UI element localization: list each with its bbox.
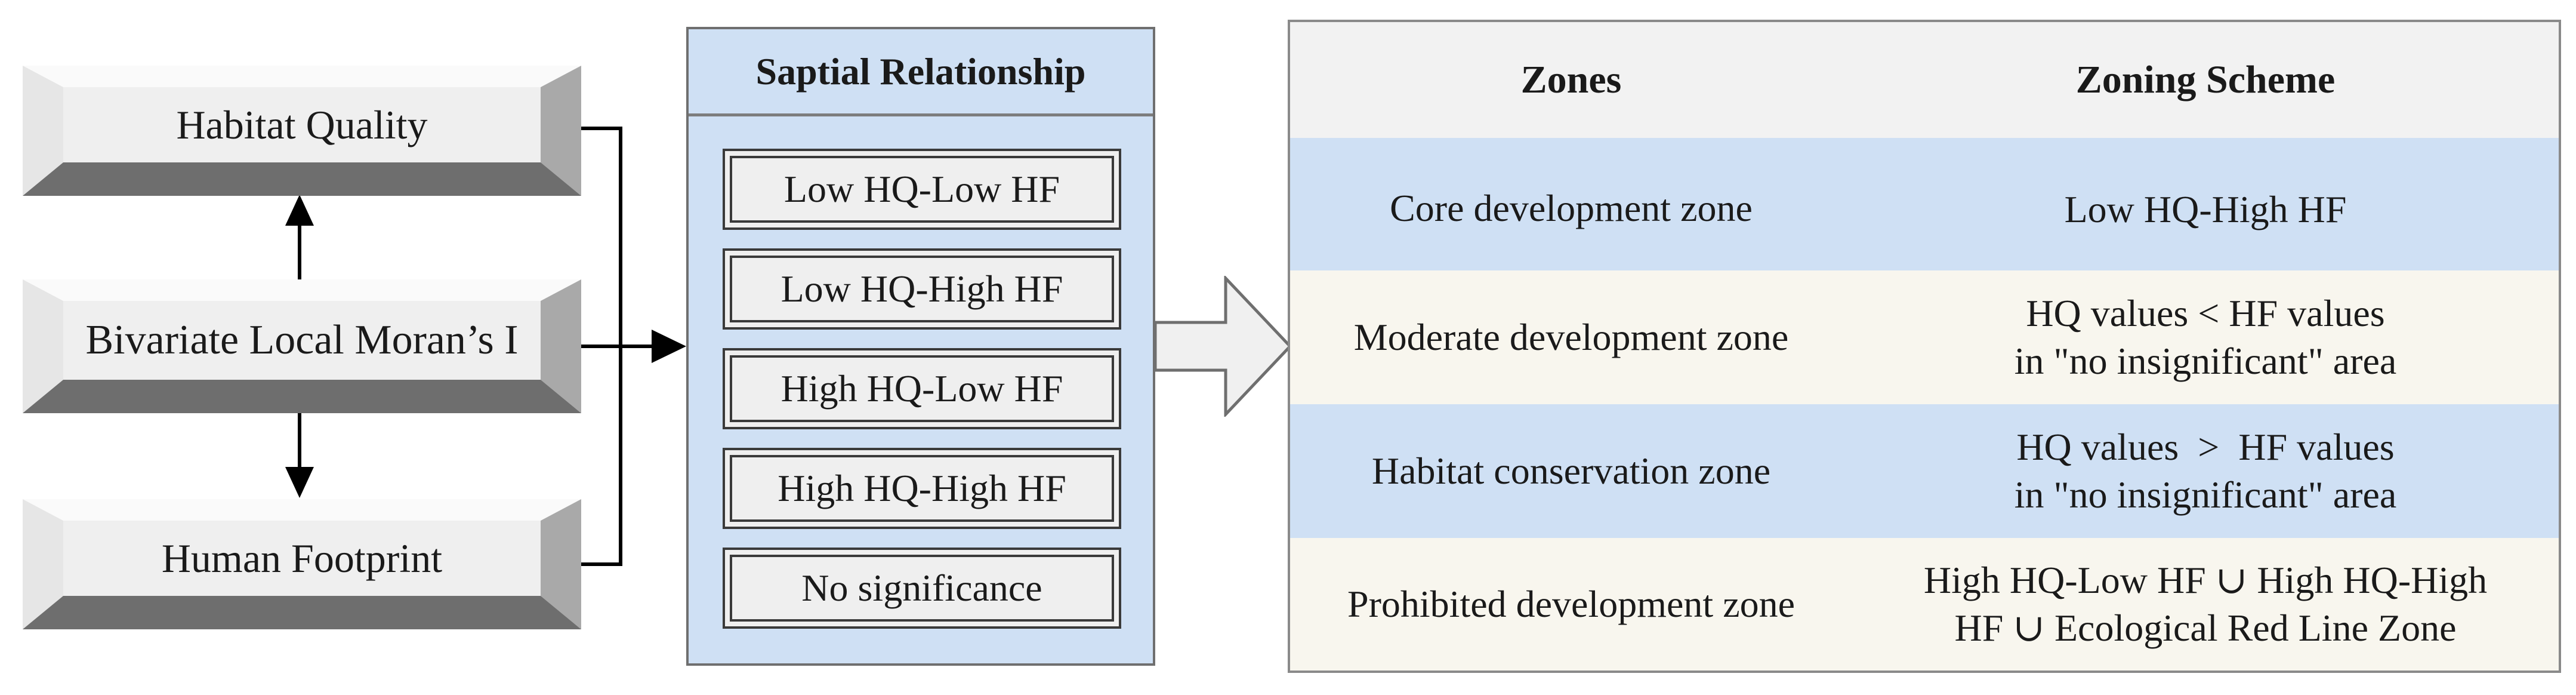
zoning-scheme-cell: Low HQ-High HF (1852, 138, 2559, 270)
zoning-scheme: HQ values > HF values in "no insignifica… (2014, 423, 2397, 519)
relationship-high-hq-low-hf: High HQ-Low HF (723, 348, 1121, 429)
table-header-row: Zones Zoning Scheme (1290, 22, 2559, 138)
bivariate-label: Bivariate Local Moran’s I (85, 317, 519, 363)
zone-name: Habitat conservation zone (1371, 450, 1771, 492)
panel-title: Saptial Relationship (689, 29, 1153, 116)
relationship-label: Low HQ-High HF (780, 267, 1063, 310)
bevel-shape (23, 66, 581, 196)
zoning-scheme: Low HQ-High HF (2065, 186, 2347, 233)
relationship-label: No significance (801, 567, 1042, 609)
zoning-scheme-cell: HQ values > HF values in "no insignifica… (1852, 404, 2559, 538)
arrow-up-to-habitat-quality (285, 195, 314, 279)
relationship-label: Low HQ-Low HF (783, 168, 1060, 210)
table-row: Prohibited development zone High HQ-Low … (1290, 538, 2559, 671)
scheme-line: HQ values > HF values (2016, 426, 2395, 468)
scheme-line: HQ values < HF values (2026, 292, 2385, 334)
arrow-down-to-human-footprint (285, 413, 314, 498)
zoning-scheme-cell: HQ values < HF values in "no insignifica… (1852, 270, 2559, 404)
zones-table: Zones Zoning Scheme Core development zon… (1288, 20, 2561, 673)
bevel-shape (23, 499, 581, 629)
flow-arrow-icon (1155, 276, 1292, 417)
zone-name: Prohibited development zone (1347, 583, 1796, 625)
scheme-line: in "no insignificant" area (2014, 473, 2397, 516)
zoning-scheme: High HQ-Low HF ∪ High HQ-High HF ∪ Ecolo… (1924, 556, 2487, 652)
relationship-label: High HQ-High HF (778, 467, 1066, 509)
zoning-scheme: HQ values < HF values in "no insignifica… (2014, 290, 2397, 385)
relationship-high-hq-high-hf: High HQ-High HF (723, 448, 1121, 529)
table-row: Core development zone Low HQ-High HF (1290, 138, 2559, 270)
bivariate-local-morans-box: Bivariate Local Moran’s I (23, 279, 581, 413)
table-row: Habitat conservation zone HQ values > HF… (1290, 404, 2559, 538)
relationship-no-significance: No significance (723, 548, 1121, 629)
habitat-quality-box: Habitat Quality (23, 66, 581, 196)
zoning-scheme-cell: High HQ-Low HF ∪ High HQ-High HF ∪ Ecolo… (1852, 538, 2559, 671)
scheme-line: HF ∪ Ecological Red Line Zone (1954, 607, 2457, 649)
scheme-line: Low HQ-High HF (2064, 188, 2347, 230)
scheme-line: High HQ-Low HF ∪ High HQ-High (1923, 559, 2488, 601)
relationship-label: High HQ-Low HF (780, 367, 1063, 410)
header-zoning-scheme: Zoning Scheme (2075, 57, 2336, 102)
bevel-shape (23, 279, 581, 413)
habitat-quality-label: Habitat Quality (176, 102, 428, 147)
zone-name: Core development zone (1390, 187, 1753, 229)
scheme-line: in "no insignificant" area (2014, 340, 2397, 382)
bracket-connector (580, 127, 686, 566)
human-footprint-label: Human Footprint (161, 535, 443, 581)
zone-name: Moderate development zone (1353, 316, 1789, 358)
relationship-low-hq-high-hf: Low HQ-High HF (723, 248, 1121, 330)
human-footprint-box: Human Footprint (23, 499, 581, 629)
relationship-low-hq-low-hf: Low HQ-Low HF (723, 149, 1121, 230)
spatial-relationship-panel: Saptial Relationship Low HQ-Low HF Low H… (686, 27, 1155, 666)
table-row: Moderate development zone HQ values < HF… (1290, 270, 2559, 404)
header-zones: Zones (1520, 57, 1622, 102)
